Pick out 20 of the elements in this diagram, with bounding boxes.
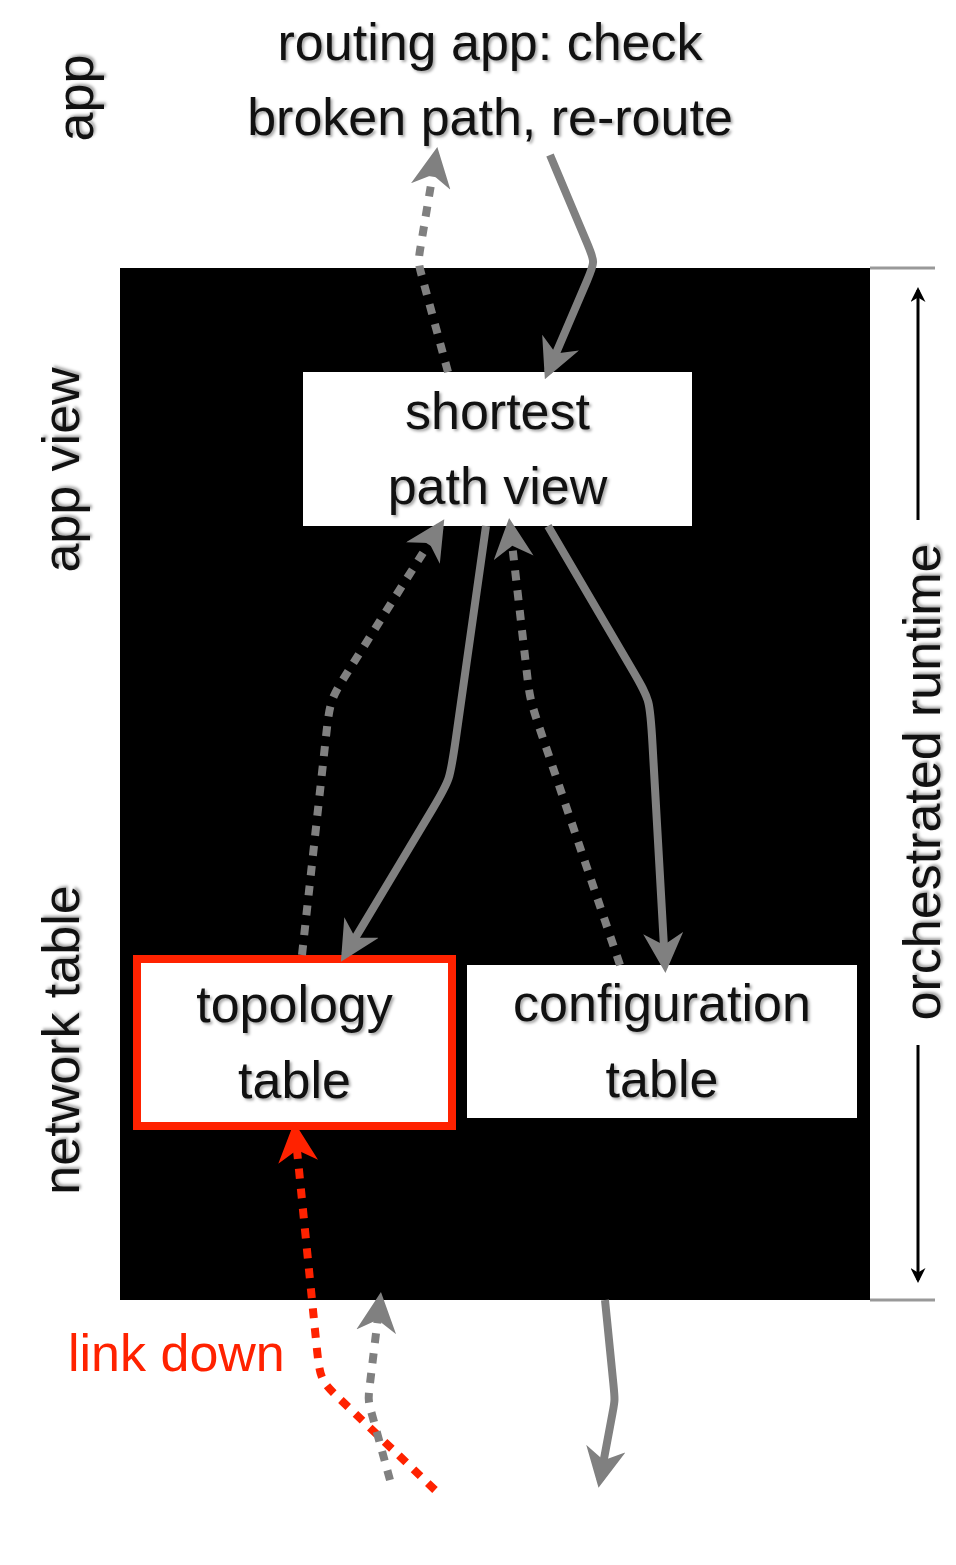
dotted-arrow [493, 518, 624, 967]
arrow [586, 1299, 626, 1488]
arrow [544, 523, 684, 973]
side-label: app view [30, 367, 91, 573]
runtime-panel [120, 268, 870, 1300]
table-box [133, 955, 456, 1130]
arrow [542, 153, 598, 380]
side-label: network table [30, 885, 91, 1195]
table-label: topology table [195, 974, 394, 1111]
arrow [340, 525, 490, 962]
table-label: shortest path view [386, 380, 609, 517]
dotted-arrow [298, 519, 445, 956]
table-label: configuration table [512, 973, 812, 1110]
table-box [467, 965, 857, 1118]
side-label: app [44, 54, 105, 142]
side-label: orchestrated runtime [891, 543, 952, 1021]
dotted-arrow [410, 147, 452, 374]
table-box [303, 372, 692, 526]
app-description: routing app: check broken path, re-route [246, 11, 734, 148]
dotted-arrow [356, 1292, 397, 1482]
